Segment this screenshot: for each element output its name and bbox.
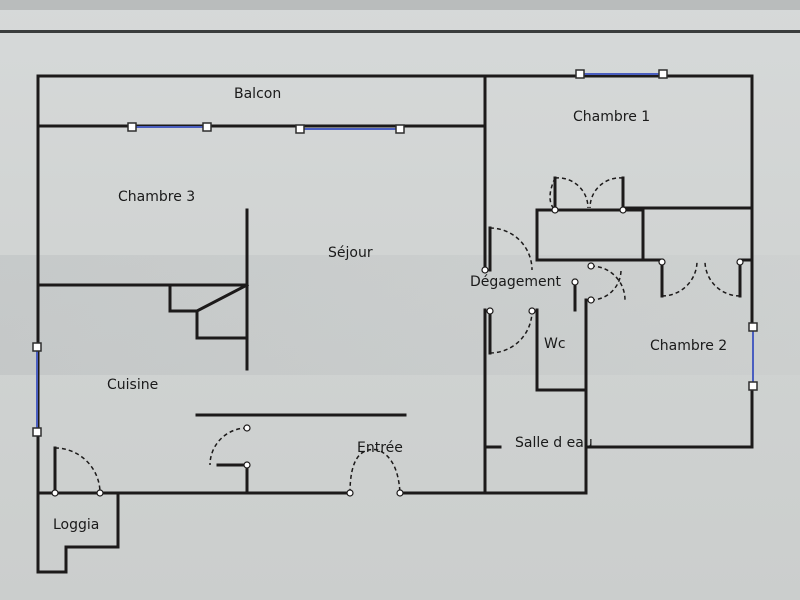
windows [32,69,758,437]
window-node [32,342,42,352]
window-node [575,69,585,79]
doors [51,176,744,497]
bleed-through-band [0,255,800,375]
window-node [395,124,405,134]
door-degagement-top [489,227,533,271]
door-chambre2-left [661,261,698,297]
door-hinge [551,206,559,214]
top-edge-strip [0,0,800,10]
door-hinge [619,206,627,214]
label-wc: Wc [544,336,566,352]
door-corridor [489,310,533,354]
window-node [748,322,758,332]
window-node [32,427,42,437]
wall-loggia [36,491,120,574]
door-hinge [736,258,744,266]
door-chambre1-left-swing [554,177,589,209]
label-sejour: Séjour [328,245,373,261]
label-chambre3: Chambre 3 [118,189,195,205]
door-loggia [54,447,101,494]
door-hinge [243,461,251,469]
label-salle-deau: Salle d eau [515,435,593,451]
door-hinge [571,278,579,286]
wall-outer-top [36,74,754,207]
door-hinge [51,489,59,497]
window-node [202,122,212,132]
door-hinge [658,258,666,266]
wall-wc [535,308,588,392]
door-hinge [486,307,494,315]
door-chambre2-right [704,261,741,297]
top-rule-line [0,30,800,33]
door-entree [349,448,401,494]
wall-cupboard [535,208,645,262]
label-chambre2: Chambre 2 [650,338,727,354]
walls [36,74,754,574]
door-hinge [396,489,404,497]
label-balcon: Balcon [234,86,281,102]
door-hinge [528,307,536,315]
door-hinge [587,262,595,270]
label-cuisine: Cuisine [107,377,158,393]
door-hinge [96,489,104,497]
window-node [748,381,758,391]
label-entree: Entrée [357,440,403,456]
window-node [295,124,305,134]
label-loggia: Loggia [53,517,99,533]
door-hinge [481,266,489,274]
wall-closet-diagonal [194,282,250,314]
door-hinge [346,489,354,497]
door-wc-lower [590,269,622,301]
door-hinge [243,424,251,432]
window-node [127,122,137,132]
door-chambre1-right-swing [589,177,624,209]
door-hinge [587,296,595,304]
label-chambre1: Chambre 1 [573,109,650,125]
room-labels: Balcon Chambre 1 Chambre 3 Séjour Dégage… [53,86,727,533]
door-cuisine [209,427,248,466]
window-node [658,69,668,79]
wall-closet [168,283,249,340]
label-degagement: Dégagement [470,274,561,290]
